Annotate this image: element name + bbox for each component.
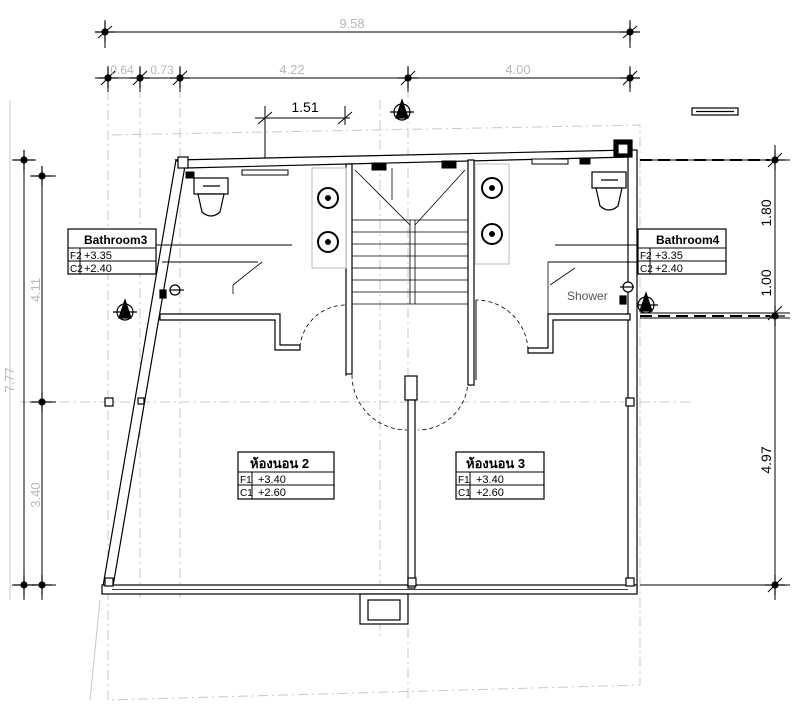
toilet-left	[193, 177, 229, 217]
section-marker-right	[634, 291, 658, 314]
room-tag-value: +2.60	[476, 487, 504, 499]
dim-right-bottom: 4.97	[758, 446, 774, 473]
floor-drains	[169, 281, 634, 296]
left-dimension-lines	[12, 150, 56, 600]
room-tag-key: F2	[640, 251, 652, 262]
top-dimension-lines	[95, 20, 640, 160]
room-tag-value: +2.40	[84, 263, 112, 275]
right-dashed-refs	[640, 159, 770, 317]
room-tag-bathroom4: Bathroom4 F2 +3.35 C2 +2.40	[637, 228, 727, 275]
room-tag-bedroom2: ห้องนอน 2 F1 +3.40 C1 +2.60	[237, 451, 335, 500]
staircase	[352, 168, 468, 305]
dim-left-total: 7.77	[2, 367, 17, 392]
dim-right-top: 1.80	[758, 199, 774, 226]
room-tag-key: F1	[240, 475, 252, 486]
room-tag-value: +3.35	[84, 250, 112, 262]
toilet-right	[591, 171, 627, 211]
dim-top-mid: 4.22	[279, 62, 304, 77]
room-tag-bathroom3: Bathroom3 F2 +3.35 C2 +2.40	[67, 228, 157, 275]
doors	[232, 261, 576, 431]
room-tag-value: +3.35	[655, 250, 683, 262]
room-tag-name: Bathroom3	[84, 233, 148, 247]
section-marker-left	[113, 298, 137, 321]
door-jambs	[345, 300, 477, 380]
exterior-walls	[101, 139, 638, 625]
sink-counter-right	[474, 163, 510, 265]
north-bar-symbol	[691, 107, 739, 116]
dim-left-lower: 3.40	[28, 482, 43, 507]
dim-left-upper: 4.11	[28, 278, 43, 302]
shower-label: Shower	[567, 289, 608, 303]
dim-top-small-left: 0.64	[110, 63, 134, 77]
room-tag-name: Bathroom4	[656, 233, 720, 247]
tag-leaders	[155, 244, 640, 263]
room-tag-key: C1	[458, 488, 471, 499]
dim-right-mid: 1.00	[758, 269, 774, 296]
room-tag-name: ห้องนอน 3	[466, 456, 525, 471]
room-tag-value: +3.40	[476, 474, 504, 486]
dim-stair-offset: 1.51	[291, 99, 318, 115]
room-tag-key: F1	[458, 475, 470, 486]
room-tag-key: C2	[640, 264, 653, 275]
room-tag-value: +3.40	[258, 474, 286, 486]
section-marker-top	[390, 98, 414, 121]
room-tag-value: +2.40	[655, 263, 683, 275]
room-tag-name: ห้องนอน 2	[250, 456, 309, 471]
room-tag-key: C1	[240, 488, 253, 499]
grid-markers	[14, 22, 785, 595]
room-tag-key: C2	[70, 264, 83, 275]
dim-top-total: 9.58	[339, 16, 364, 31]
dim-top-right: 4.00	[505, 62, 530, 77]
room-tag-value: +2.60	[258, 487, 286, 499]
room-tag-key: F2	[70, 251, 82, 262]
sink-counter-left	[311, 167, 347, 269]
windows	[185, 157, 591, 179]
room-tag-bedroom3: ห้องนอน 3 F1 +3.40 C1 +2.60	[455, 451, 545, 500]
dim-top-small-right: 0.73	[150, 63, 174, 77]
interior-walls	[104, 159, 635, 589]
